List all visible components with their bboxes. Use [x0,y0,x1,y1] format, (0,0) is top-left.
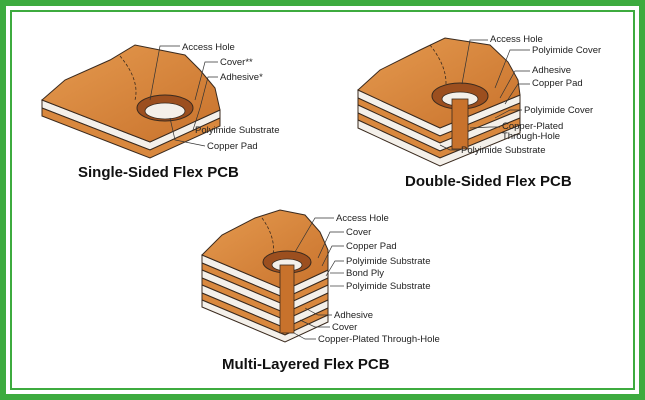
multi-layered-diagram: Access Hole Cover Copper Pad Polyimide S… [201,209,440,373]
label-access-hole: Access Hole [490,34,543,45]
label-copper-plated: Copper-Plated [502,121,563,132]
double-sided-diagram: Access Hole Polyimide Cover Adhesive Cop… [357,34,601,190]
label-through-hole: Through-Hole [502,131,560,142]
label-polyimide-cover-top: Polyimide Cover [532,45,601,56]
label-adhesive: Adhesive* [220,72,263,83]
label-polyimide-substrate-2: Polyimide Substrate [346,281,430,292]
label-adhesive: Adhesive [532,65,571,76]
caption-multi-layered: Multi-Layered Flex PCB [222,356,390,373]
label-copper-plated-through-hole: Copper-Plated Through-Hole [318,334,440,345]
label-access-hole: Access Hole [336,213,389,224]
label-adhesive: Adhesive [334,310,373,321]
caption-double-sided: Double-Sided Flex PCB [405,173,572,190]
label-polyimide-substrate: Polyimide Substrate [195,125,279,136]
label-access-hole: Access Hole [182,42,235,53]
single-sided-diagram: Access Hole Cover** Adhesive* Polyimide … [41,42,279,181]
label-bond-ply: Bond Ply [346,268,384,279]
label-polyimide-substrate-1: Polyimide Substrate [346,256,430,267]
label-polyimide-substrate: Polyimide Substrate [461,145,545,156]
label-polyimide-cover-bottom: Polyimide Cover [524,105,593,116]
label-copper-pad: Copper Pad [346,241,397,252]
caption-single-sided: Single-Sided Flex PCB [78,164,239,181]
label-copper-pad: Copper Pad [207,141,258,152]
label-cover-top: Cover [346,227,371,238]
inner-frame [10,10,635,390]
label-cover: Cover** [220,57,253,68]
label-copper-pad: Copper Pad [532,78,583,89]
label-cover-bottom: Cover [332,322,357,333]
